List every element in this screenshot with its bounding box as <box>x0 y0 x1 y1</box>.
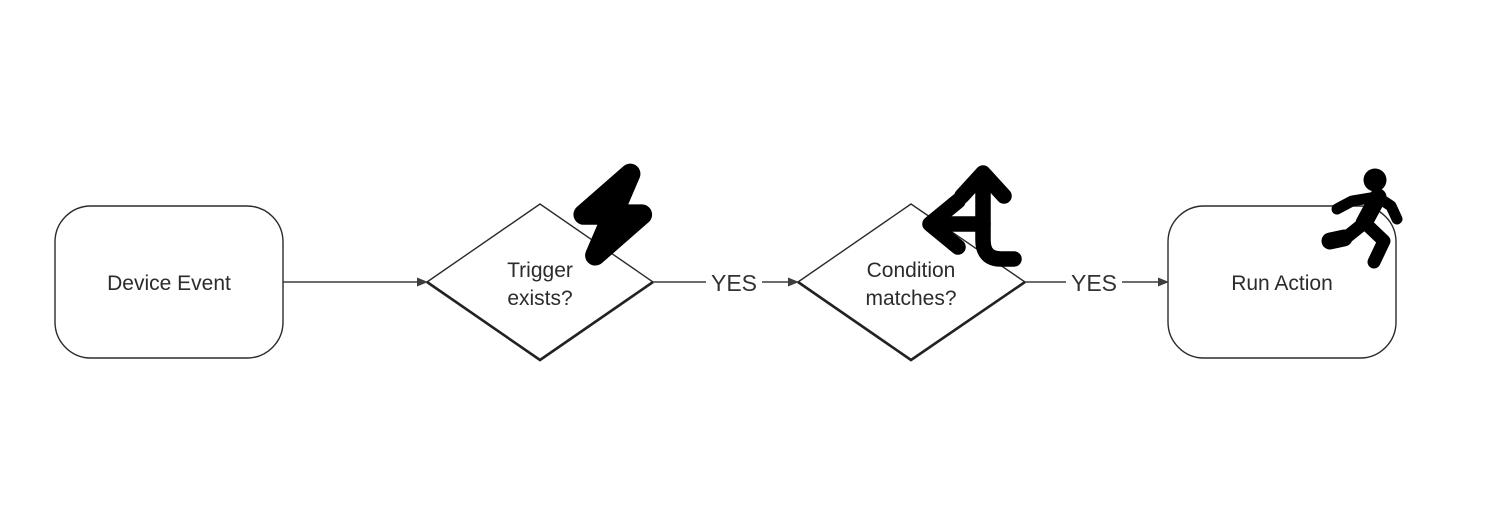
person-running-icon <box>1321 168 1403 269</box>
edge-label-yes-2: YES <box>1071 270 1117 296</box>
lightning-bolt-icon <box>573 163 653 266</box>
edge-label-yes-1: YES <box>711 270 757 296</box>
trigger-exists-label-line1: Trigger <box>507 259 573 282</box>
run-action-label: Run Action <box>1231 272 1333 295</box>
condition-matches-shadow-edge <box>797 280 1026 362</box>
device-event-label: Device Event <box>107 272 231 295</box>
condition-matches-shape <box>796 203 1027 361</box>
trigger-exists-shadow-edge <box>426 280 654 362</box>
split-arrows-icon <box>922 165 1022 267</box>
edge-trigger-to-condition: YES <box>653 270 799 296</box>
node-condition-matches <box>796 203 1027 362</box>
trigger-exists-label-line2: exists? <box>507 287 572 310</box>
edge-condition-to-run: YES <box>1025 270 1169 296</box>
condition-matches-label-line1: Condition <box>867 259 956 282</box>
condition-matches-label-line2: matches? <box>865 287 956 310</box>
